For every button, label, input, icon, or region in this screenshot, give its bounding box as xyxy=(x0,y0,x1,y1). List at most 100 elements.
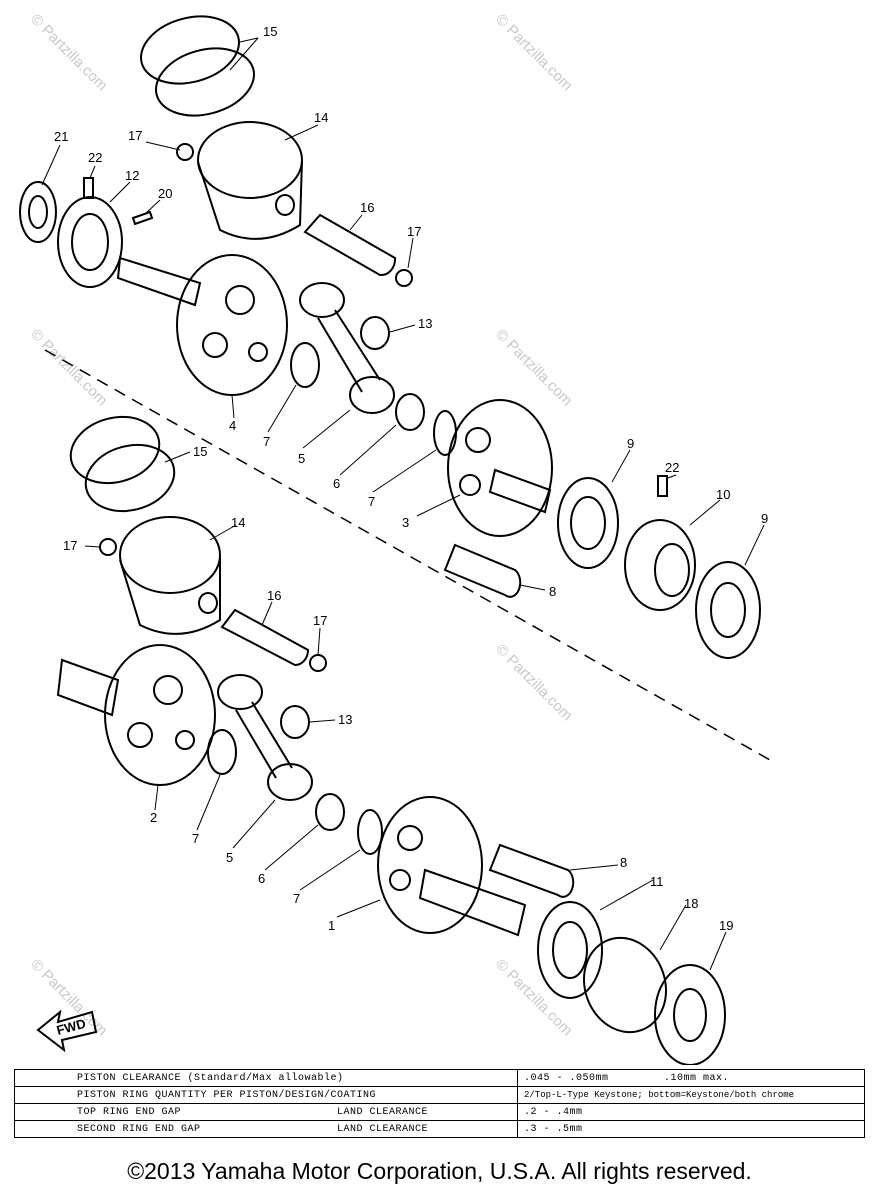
callout-number: 17 xyxy=(128,128,142,143)
labyrinth-seal-inner xyxy=(654,543,690,597)
callout-number: 7 xyxy=(368,494,375,509)
bearing xyxy=(695,561,761,659)
callout-number: 13 xyxy=(338,712,352,727)
crank-wheel-hole xyxy=(389,869,411,891)
circlip xyxy=(395,269,413,287)
crank-pin xyxy=(443,543,522,598)
fwd-label: FWD xyxy=(55,1016,87,1038)
spec-table: PISTON CLEARANCE (Standard/Max allowable… xyxy=(14,1069,865,1138)
thrust-washer xyxy=(290,342,320,388)
spec-row: PISTON RING QUANTITY PER PISTON/DESIGN/C… xyxy=(14,1086,865,1104)
callout-number: 16 xyxy=(360,200,374,215)
piston-pin xyxy=(303,213,397,277)
spec-value: .3 - .5mm xyxy=(517,1120,865,1138)
spec-row: PISTON CLEARANCE (Standard/Max allowable… xyxy=(14,1069,865,1087)
copyright-notice: ©2013 Yamaha Motor Corporation, U.S.A. A… xyxy=(127,1158,752,1184)
oil-seal-inner xyxy=(673,988,707,1042)
needle-bearing xyxy=(395,393,425,431)
piston-skirt xyxy=(197,159,303,240)
watermark: © Partzilla.com xyxy=(492,326,575,409)
connecting-rod-big-end xyxy=(349,376,395,414)
crank-wheel-hole xyxy=(465,427,491,453)
connecting-rod-small-end xyxy=(299,282,345,318)
labyrinth-seal xyxy=(624,519,696,611)
lower-assembly xyxy=(56,415,726,1065)
connecting-rod-small-end xyxy=(217,674,263,710)
crank-wheel-hole xyxy=(459,474,481,496)
upper-assembly xyxy=(19,15,761,659)
crank-wheel-hole xyxy=(175,730,195,750)
bearing xyxy=(57,196,123,288)
spec-value: .045 - .050mm.10mm max. xyxy=(517,1069,865,1087)
watermark: © Partzilla.com xyxy=(27,326,110,409)
fwd-arrow-icon xyxy=(36,1009,98,1053)
thrust-washer xyxy=(207,729,237,775)
callout-number: 11 xyxy=(650,874,664,889)
piston-skirt xyxy=(119,558,221,635)
callout-number: 8 xyxy=(620,855,627,870)
connecting-rod-beam xyxy=(235,701,293,779)
callout-number: 9 xyxy=(627,436,634,451)
crank-wheel-hole xyxy=(153,675,183,705)
bearing-inner xyxy=(71,213,109,271)
callout-numbers: 15 14 21 17 22 12 20 16 17 13 4 7 5 6 7 … xyxy=(54,24,768,933)
callout-number: 22 xyxy=(665,460,679,475)
callout-number: 15 xyxy=(193,444,207,459)
connecting-rod-beam xyxy=(317,309,381,393)
needle-bearing xyxy=(280,705,310,739)
callout-number: 9 xyxy=(761,511,768,526)
needle-bearing xyxy=(360,316,390,350)
callout-number: 16 xyxy=(267,588,281,603)
dashed-separator xyxy=(44,349,771,761)
crank-wheel-right xyxy=(377,796,483,934)
bearing-inner xyxy=(552,921,588,979)
oil-seal-inner xyxy=(28,195,48,229)
piston-crown xyxy=(197,121,303,199)
thrust-washer xyxy=(433,410,457,456)
piston-ring xyxy=(69,415,161,485)
leader-lines xyxy=(41,37,765,971)
callout-number: 17 xyxy=(313,613,327,628)
thrust-washer xyxy=(357,809,383,855)
callout-number: 7 xyxy=(263,434,270,449)
callout-number: 14 xyxy=(231,515,245,530)
watermark: © Partzilla.com xyxy=(492,641,575,724)
crank-wheel-hole xyxy=(225,285,255,315)
spec-label: PISTON CLEARANCE (Standard/Max allowable… xyxy=(14,1069,518,1087)
callout-number: 2 xyxy=(150,810,157,825)
crank-wheel-hole xyxy=(127,722,153,748)
callout-number: 1 xyxy=(328,918,335,933)
piston-pin-hole xyxy=(198,592,218,614)
dowel-pin xyxy=(83,177,94,199)
bearing-inner xyxy=(570,496,606,550)
spec-label: PISTON RING QUANTITY PER PISTON/DESIGN/C… xyxy=(14,1086,518,1104)
bearing xyxy=(557,477,619,569)
callout-number: 3 xyxy=(402,515,409,530)
crank-shaft-end xyxy=(56,658,120,717)
piston-pin-hole xyxy=(275,194,295,216)
crankshaft-exploded-diagram: © Partzilla.com © Partzilla.com © Partzi… xyxy=(19,11,771,1065)
callout-number: 7 xyxy=(293,891,300,906)
circlip xyxy=(99,538,117,556)
circlip xyxy=(309,654,327,672)
piston-pin xyxy=(220,608,310,667)
callout-number: 10 xyxy=(716,487,730,502)
connecting-rod-big-end xyxy=(267,763,313,801)
callout-number: 6 xyxy=(333,476,340,491)
piston-ring xyxy=(139,15,241,85)
callout-number: 18 xyxy=(684,896,698,911)
crank-shaft-end xyxy=(116,256,202,307)
piston-ring xyxy=(84,443,176,513)
crank-wheel-hole xyxy=(248,342,268,362)
crank-wheel-left xyxy=(176,254,288,396)
oil-seal xyxy=(19,181,57,243)
crank-wheel-left xyxy=(104,644,216,786)
circlip-ring xyxy=(582,936,668,1034)
callout-number: 15 xyxy=(263,24,277,39)
spec-value: .2 - .4mm xyxy=(517,1103,865,1121)
callout-number: 17 xyxy=(63,538,77,553)
callout-number: 6 xyxy=(258,871,265,886)
